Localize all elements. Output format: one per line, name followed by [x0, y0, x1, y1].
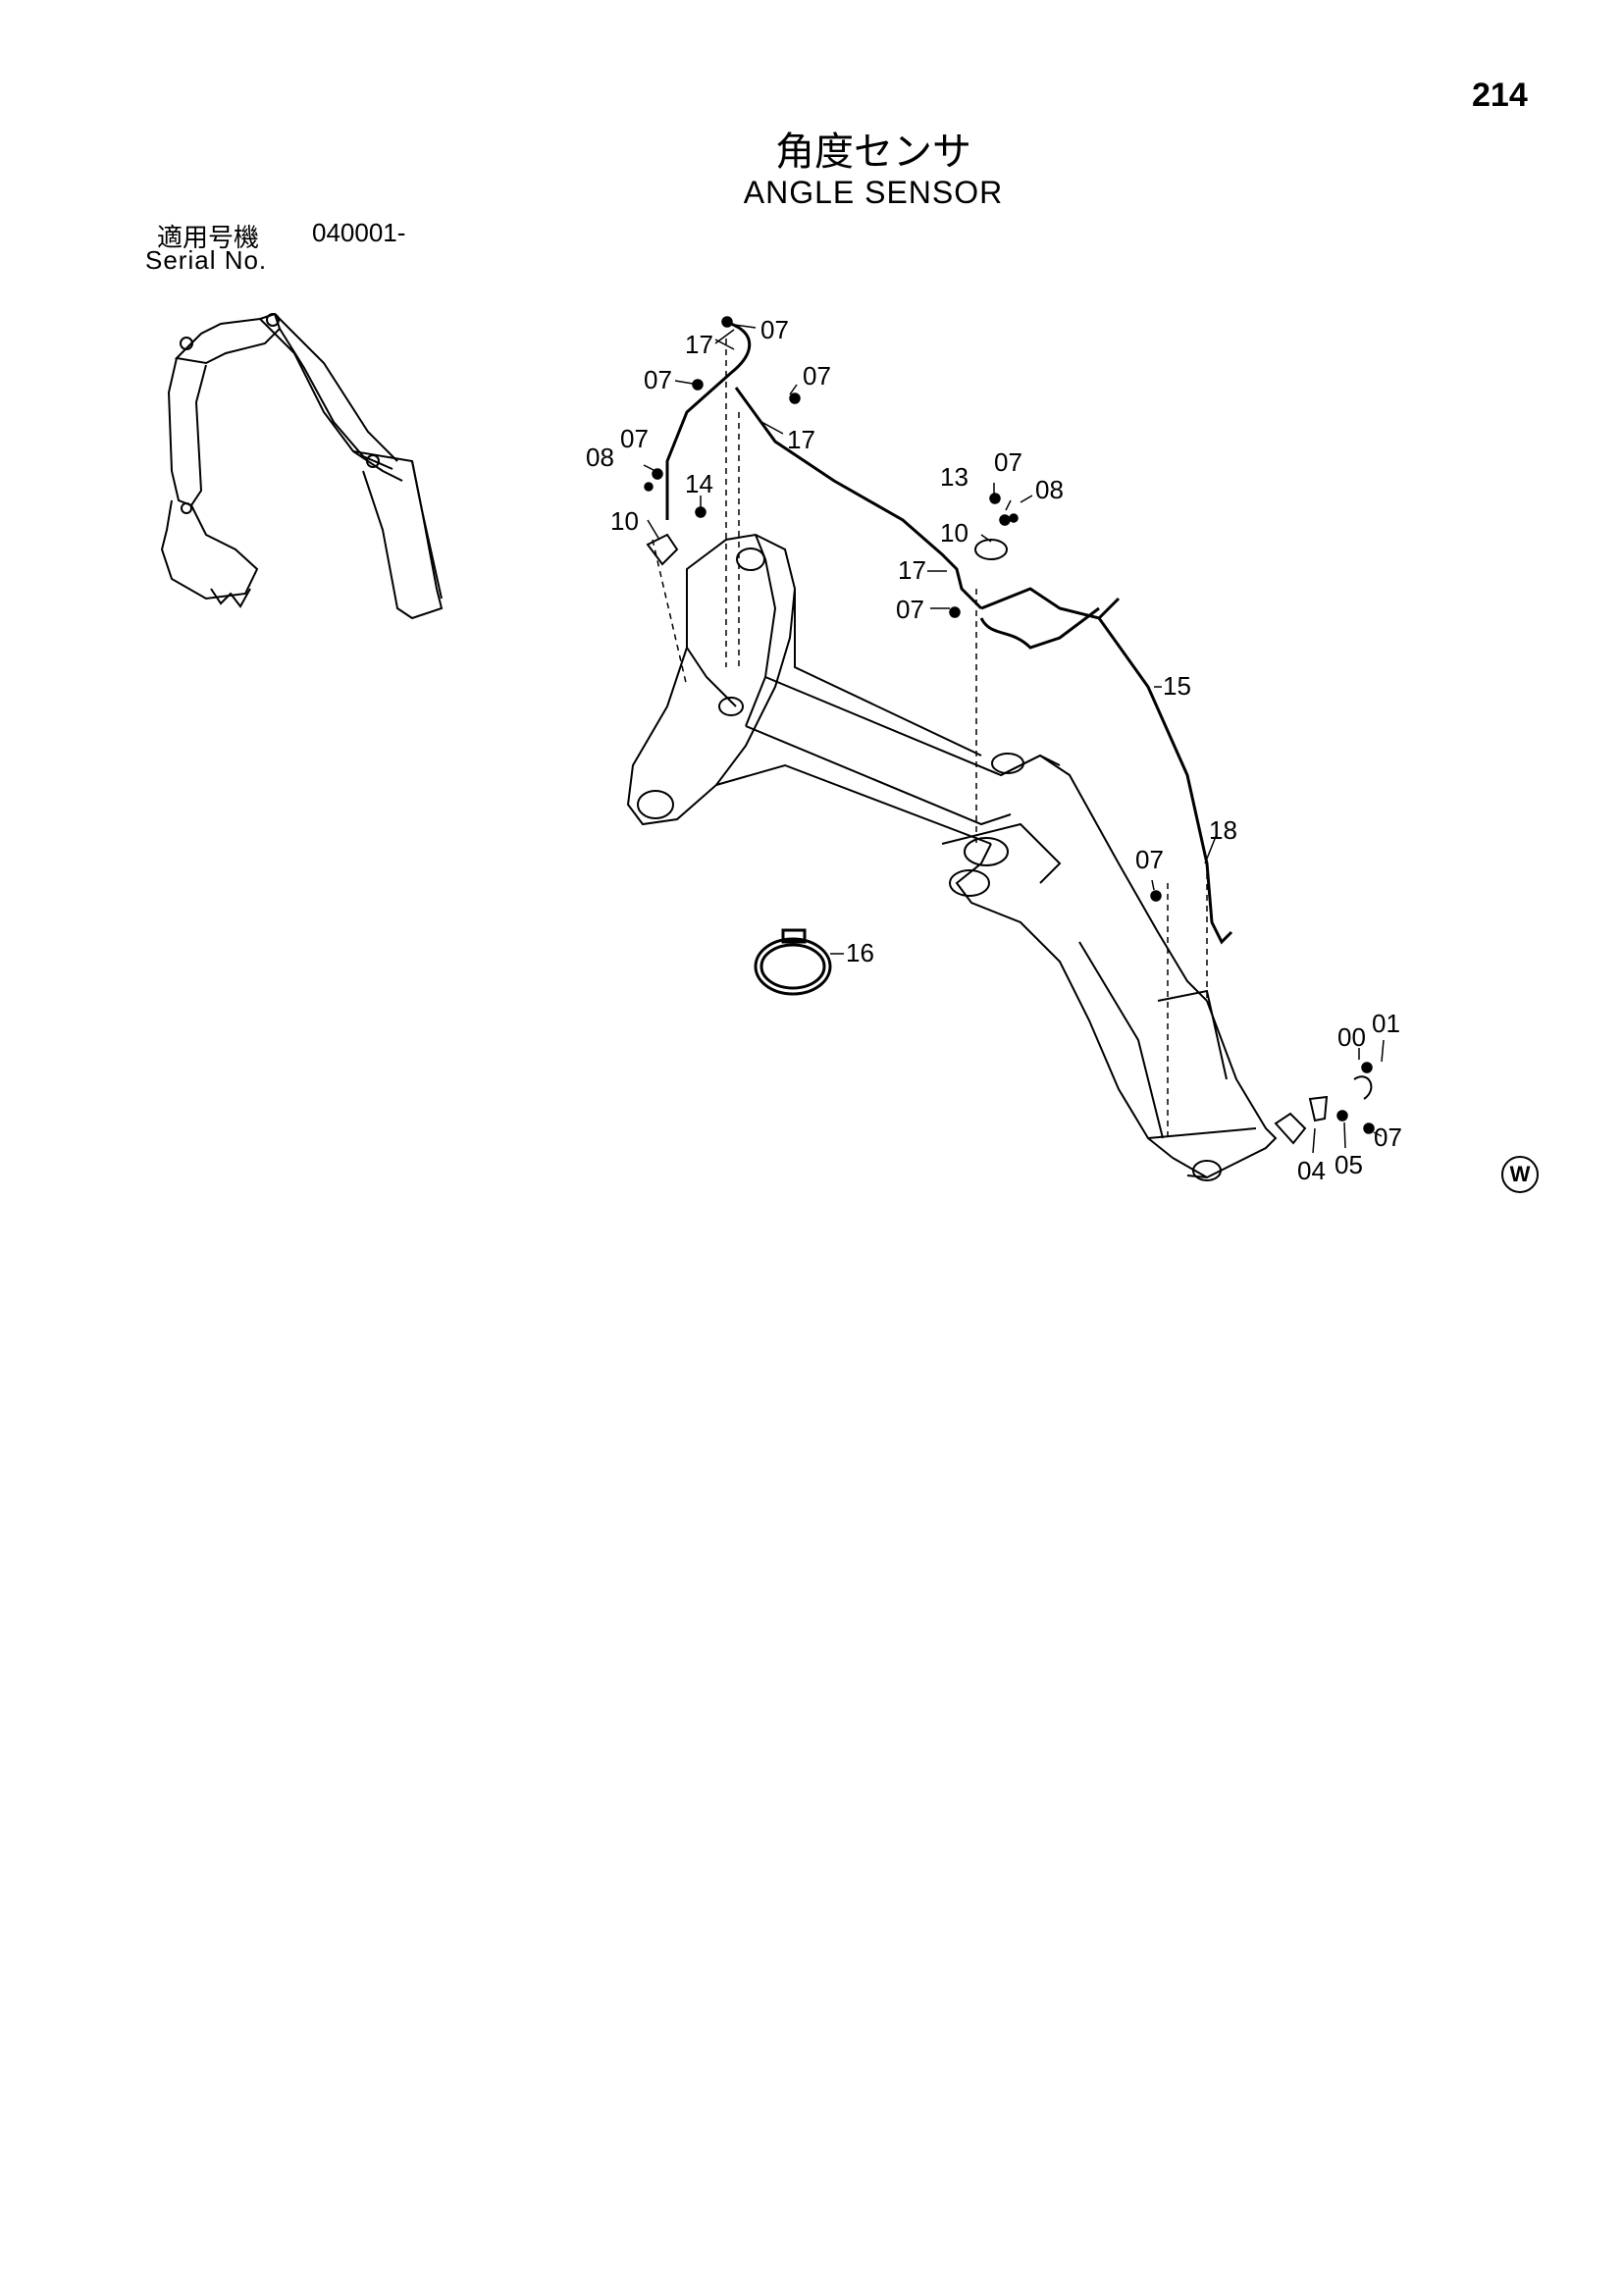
- serial-label-english: Serial No.: [145, 245, 268, 275]
- callout-17: 17: [787, 425, 815, 454]
- callout-07: 07: [803, 361, 831, 391]
- serial-value: 040001-: [312, 218, 406, 247]
- reference-leaders: [652, 339, 1208, 1138]
- watermark-circle-w: W: [1501, 1156, 1539, 1193]
- callout-17: 17: [898, 555, 926, 585]
- title-japanese: 角度センサ: [775, 130, 971, 175]
- title-english: ANGLE SENSOR: [743, 175, 1004, 210]
- callout-04: 04: [1297, 1156, 1326, 1185]
- callout-10: 10: [610, 506, 639, 536]
- callout-08: 08: [1035, 475, 1064, 504]
- callout-07: 07: [620, 424, 649, 453]
- callout-13: 13: [940, 462, 969, 492]
- boom-structure: [626, 533, 1278, 1181]
- callout-08: 08: [586, 443, 614, 472]
- callout-17: 17: [685, 330, 713, 359]
- callout-leaders: [643, 324, 1385, 1154]
- sensor-harness: [665, 322, 1233, 945]
- serial-label-japanese: 適用号機: [157, 224, 260, 253]
- callout-10: 10: [940, 518, 969, 548]
- callout-05: 05: [1335, 1150, 1363, 1179]
- page-number: 214: [1472, 77, 1528, 114]
- hose-clamp: [754, 928, 832, 996]
- callout-07: 07: [644, 365, 672, 394]
- callout-07: 07: [760, 315, 789, 344]
- callout-07: 07: [994, 447, 1022, 477]
- callout-01: 01: [1372, 1009, 1400, 1038]
- callout-labels: 07 17 07 07 17 08 07 14 10 13 07 08 10 1…: [586, 315, 1402, 1185]
- callout-16: 16: [846, 938, 874, 967]
- excavator-overview-thumbnail: [160, 312, 444, 620]
- callout-18: 18: [1209, 815, 1237, 845]
- callout-14: 14: [685, 469, 713, 498]
- callout-07: 07: [896, 595, 924, 624]
- callout-00: 00: [1337, 1022, 1366, 1052]
- small-parts: [644, 316, 1375, 1134]
- callout-07: 07: [1135, 845, 1164, 874]
- callout-07: 07: [1374, 1122, 1402, 1152]
- sensor-brackets: [646, 533, 1373, 1145]
- callout-15: 15: [1163, 671, 1191, 701]
